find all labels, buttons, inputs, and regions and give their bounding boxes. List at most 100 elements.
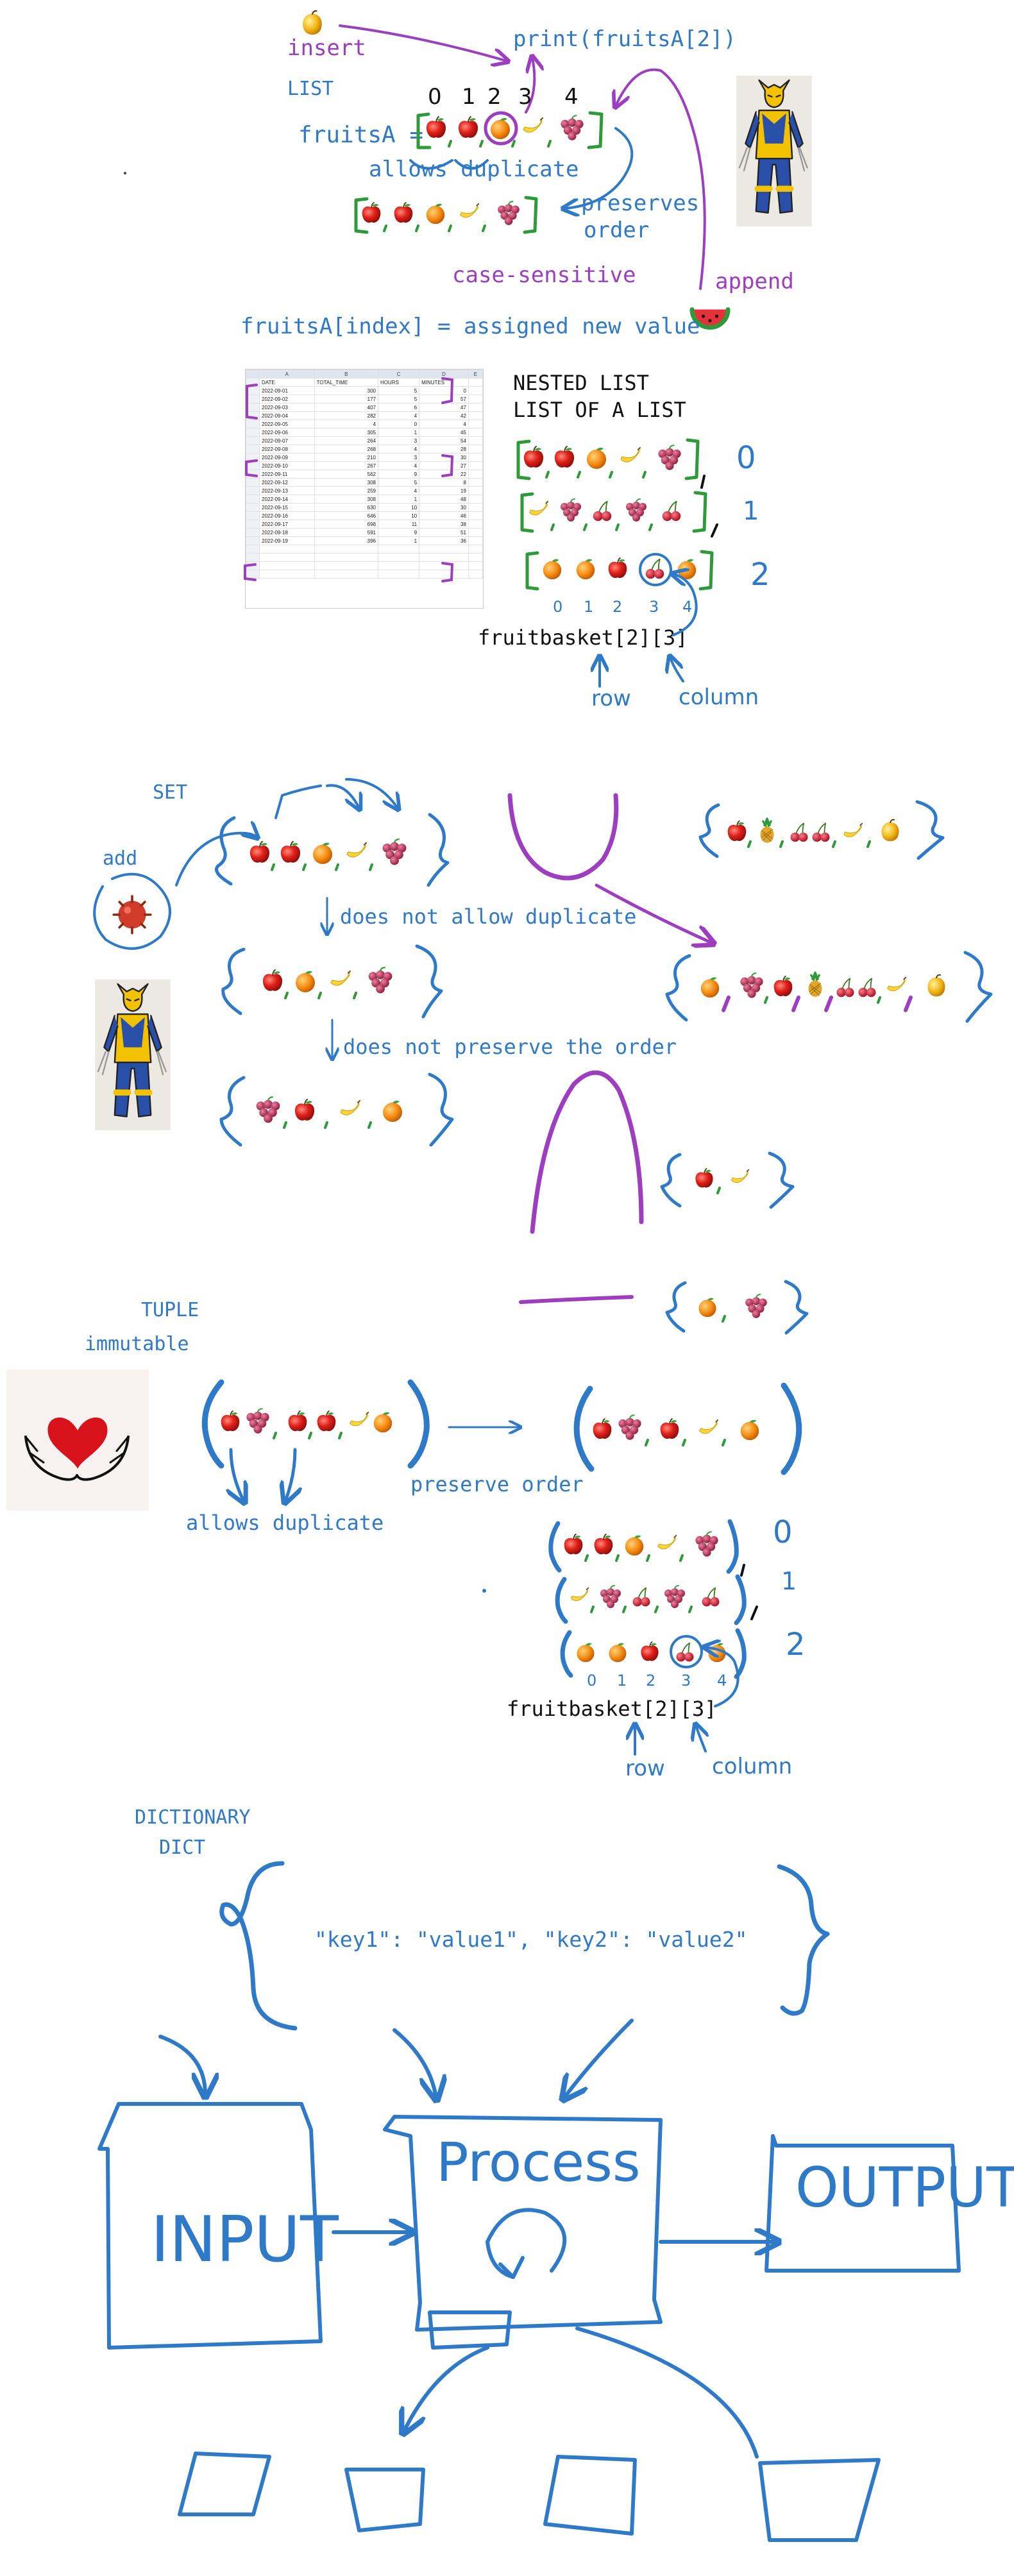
difference-set-open-brace	[665, 1281, 687, 1333]
sheet-row-number	[246, 536, 260, 545]
sheet-row-number	[246, 428, 260, 437]
sheet-corner	[246, 369, 260, 378]
svg-text:3: 3	[518, 84, 532, 110]
sheet-cell: 2022-09-16	[259, 511, 315, 520]
apple-icon	[262, 969, 283, 992]
loop-arrowhead	[498, 2256, 525, 2279]
sheet-cell: 57	[419, 394, 469, 403]
sheet-cell: 2022-09-04	[259, 411, 315, 420]
sheet-cell: 2022-09-09	[259, 453, 315, 462]
svg-text:1: 1	[462, 84, 476, 110]
wolverine-image	[95, 979, 171, 1130]
sheet-cell	[468, 378, 484, 387]
sheet-cell: 646	[314, 511, 378, 520]
sheet-cell: 282	[314, 411, 378, 420]
sheet-cell	[468, 470, 484, 479]
sheet-cell	[468, 536, 484, 545]
sheet-empty-row	[246, 561, 484, 570]
sheet-row-number	[246, 394, 260, 403]
orange-icon	[543, 559, 562, 580]
sheet-cell	[468, 570, 484, 579]
sheet-cell: 1	[377, 536, 420, 545]
sheet-cell	[468, 486, 484, 495]
sheet-cell	[468, 545, 484, 554]
process-in-arrow-1	[393, 2028, 436, 2097]
apple-icon	[361, 201, 382, 224]
apple-icon	[457, 116, 479, 139]
sheet-row-number	[246, 486, 260, 495]
input-box	[97, 2102, 323, 2350]
sheet-cell: 28	[419, 445, 469, 453]
sheet-column-letter: B	[314, 369, 378, 378]
apple-icon	[425, 116, 447, 139]
grape-icon	[739, 972, 764, 999]
apple-icon	[695, 1167, 714, 1189]
input-in-arrow	[158, 2035, 205, 2094]
intersect-set-close-brace	[768, 1151, 795, 1209]
orange-icon	[296, 970, 315, 992]
sheet-cell	[419, 545, 469, 554]
mango-icon	[927, 974, 946, 997]
subtask-box-1	[178, 2452, 271, 2516]
sheet-cell: 210	[314, 453, 378, 462]
sheet-cell	[468, 478, 484, 487]
banana-icon	[528, 500, 549, 516]
sheet-row-number	[246, 511, 260, 520]
sheet-cell	[314, 553, 378, 562]
union-set-open-brace	[665, 954, 691, 1022]
tuple2-open-paren	[573, 1385, 595, 1472]
sheet-column-letter: A	[259, 369, 315, 378]
union-set-close-brace	[963, 951, 993, 1023]
sheet-cell: 2022-09-02	[259, 394, 315, 403]
cherry-icon	[661, 500, 682, 522]
sheet-cell	[468, 461, 484, 470]
subtask-box-2	[344, 2468, 425, 2532]
sheet-header-cell: HOURS	[377, 378, 420, 387]
set1-close-brace	[427, 813, 450, 887]
sheet-cell	[419, 570, 469, 579]
apple-icon	[220, 1410, 241, 1432]
orange-icon	[625, 1535, 644, 1556]
grape-icon	[368, 967, 393, 994]
sheet-cell: 9	[377, 528, 420, 537]
sheet-cell: 591	[314, 528, 378, 537]
sheet-cell: 2022-09-07	[259, 436, 315, 445]
index2-circle	[484, 111, 518, 146]
sheet-empty-row	[246, 570, 484, 579]
subtask-arrow-1	[404, 2346, 489, 2431]
sheet-cell: 2022-09-12	[259, 478, 315, 487]
set-title: SET	[153, 781, 187, 804]
grape-icon	[745, 1294, 768, 1319]
sheet-row-number	[246, 495, 260, 504]
sheet-cell: 6	[377, 403, 420, 412]
sheet-cell	[468, 411, 484, 420]
process-box	[383, 2115, 663, 2332]
sheet-cell: 305	[314, 428, 378, 437]
subtask-box-4	[758, 2458, 881, 2542]
sheet-cell: 407	[314, 403, 378, 412]
process-label: Process	[436, 2131, 641, 2194]
sheet-cell	[468, 453, 484, 462]
preserve-order-arrow	[564, 127, 634, 208]
banana-icon	[843, 822, 863, 838]
grape-icon	[657, 445, 682, 471]
sheet-cell	[468, 436, 484, 445]
dict-close-brace	[777, 1864, 830, 2016]
sheet-cell: 22	[419, 470, 469, 479]
sheet-cell	[468, 561, 484, 570]
sheet-cell: 11	[377, 520, 420, 529]
sheet-cell: 10	[377, 503, 420, 512]
svg-text:0: 0	[773, 1514, 793, 1550]
orange-icon	[698, 1298, 716, 1318]
allows-duplicate-label: allows duplicate	[369, 157, 579, 182]
grape-icon	[560, 115, 584, 141]
preserve-order-label: preserve order	[410, 1472, 584, 1496]
pineapple-icon	[759, 817, 775, 844]
dict-pairs: "key1": "value1", "key2": "value2"	[314, 1927, 748, 1952]
